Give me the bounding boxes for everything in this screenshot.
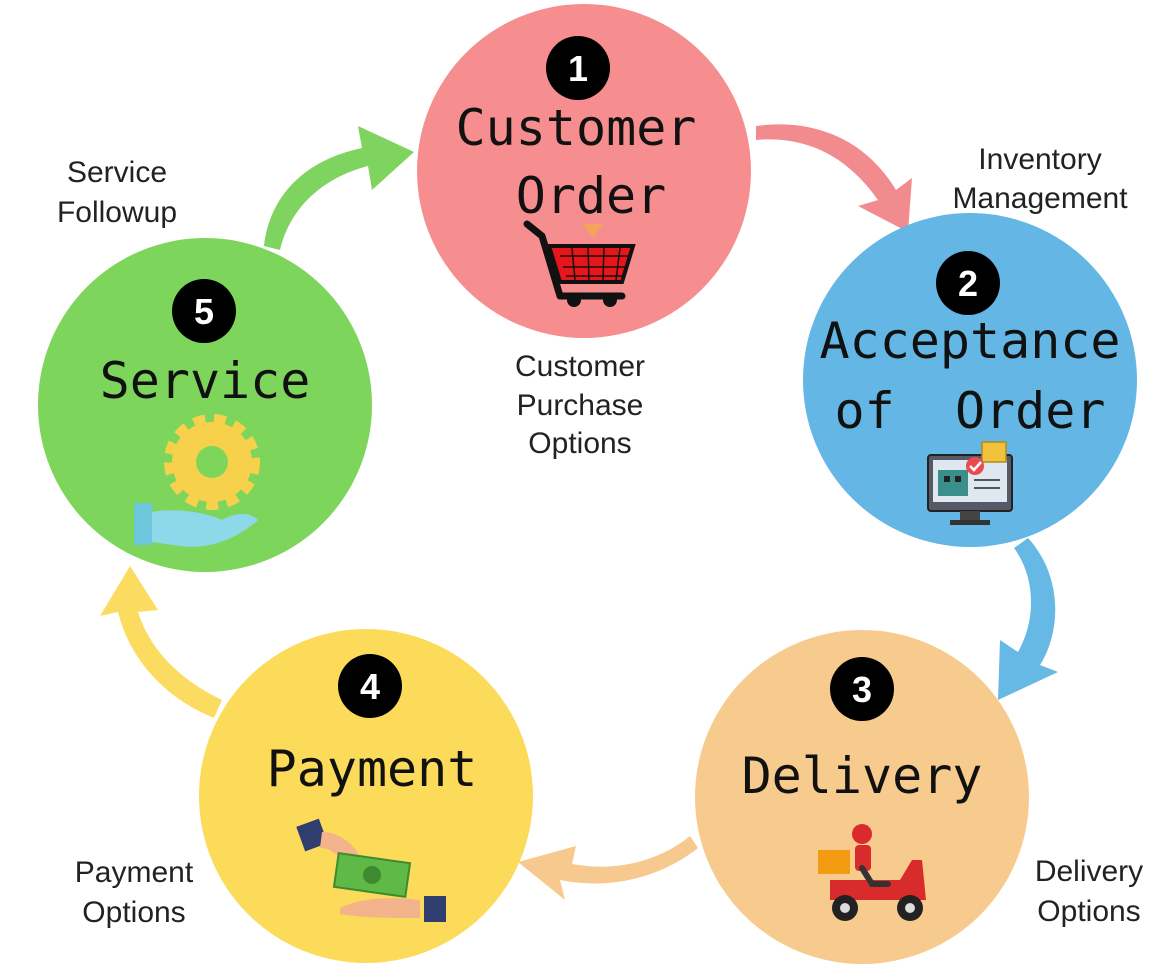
step-circle xyxy=(803,213,1137,547)
step-title-line: of Order xyxy=(835,382,1106,440)
step-number-badge xyxy=(830,657,894,721)
shopping-cart-icon xyxy=(523,220,636,307)
step-title-line: Service xyxy=(100,352,311,410)
step-title-line: Customer xyxy=(456,99,697,157)
label-line: Purchase xyxy=(517,389,644,422)
computer-order-icon xyxy=(927,441,1013,525)
step-circle xyxy=(417,4,751,338)
step-circle xyxy=(199,629,533,963)
label-line: Followup xyxy=(57,196,177,229)
arrow-service-to-order xyxy=(264,126,414,250)
step-payment: 4 Payment xyxy=(199,629,533,963)
step-number-badge xyxy=(172,279,236,343)
gear-hand-icon xyxy=(134,414,260,547)
label-line: Service xyxy=(67,156,167,189)
label-line: Payment xyxy=(75,856,194,889)
label-line: Delivery xyxy=(1035,855,1143,888)
step-title-line: Delivery xyxy=(742,747,983,805)
label-line: Options xyxy=(1037,895,1140,928)
step-number: 3 xyxy=(852,669,872,710)
label-line: Customer xyxy=(515,350,645,383)
arrow-delivery-to-payment xyxy=(518,836,698,900)
step-number: 4 xyxy=(360,666,380,707)
cash-handover-icon xyxy=(296,818,446,922)
step-number-badge xyxy=(936,251,1000,315)
step-delivery: 3 Delivery xyxy=(695,630,1029,964)
step-circle xyxy=(695,630,1029,964)
step-number-badge xyxy=(546,36,610,100)
label-inventory-management: Inventory Management xyxy=(952,143,1128,215)
step-service: 5 Service xyxy=(38,238,372,572)
label-delivery-options: Delivery Options xyxy=(1035,855,1143,928)
delivery-scooter-icon xyxy=(818,824,926,921)
step-title-line: Payment xyxy=(267,740,478,798)
step-circle xyxy=(38,238,372,572)
step-acceptance-of-order: 2 Acceptance of Order xyxy=(803,213,1137,547)
arrow-order-to-acceptance xyxy=(756,124,912,232)
step-number: 5 xyxy=(194,291,214,332)
step-number: 1 xyxy=(568,48,588,89)
step-title-line: Order xyxy=(516,167,667,225)
label-line: Options xyxy=(528,427,631,460)
step-customer-order: 1 Customer Order xyxy=(417,4,751,338)
label-line: Options xyxy=(82,896,185,929)
step-number-badge xyxy=(338,654,402,718)
arrow-payment-to-service xyxy=(100,566,222,718)
step-title-line: Acceptance xyxy=(819,312,1120,370)
label-line: Inventory xyxy=(978,143,1101,176)
label-customer-purchase-options: Customer Purchase Options xyxy=(515,350,645,460)
label-line: Management xyxy=(952,182,1128,215)
arrow-acceptance-to-delivery xyxy=(998,538,1058,700)
label-payment-options: Payment Options xyxy=(75,856,194,929)
label-service-followup: Service Followup xyxy=(57,156,177,229)
step-number: 2 xyxy=(958,263,978,304)
